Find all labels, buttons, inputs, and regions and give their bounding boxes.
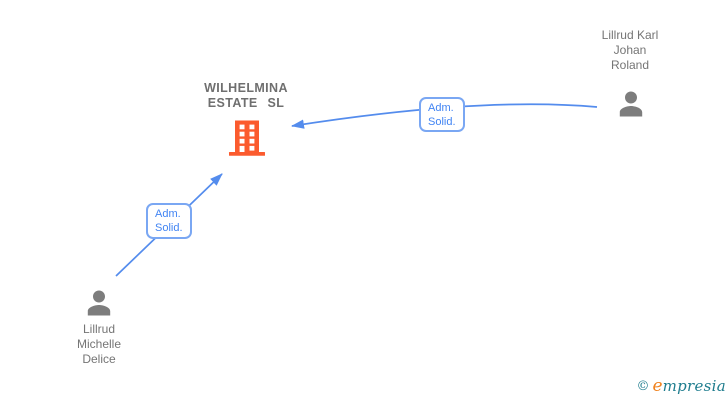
person-icon-karl[interactable] — [614, 88, 648, 120]
person-name-michelle-line2: Michelle — [76, 337, 121, 351]
edge-label-line1: Adm. — [428, 102, 454, 114]
company-name-line2: ESTATE SL — [207, 95, 285, 110]
person-name-karl-line1: Lillrud Karl — [601, 28, 659, 42]
person-icon-michelle[interactable] — [82, 287, 116, 319]
person-name-karl[interactable]: Lillrud Karl Johan Roland — [550, 28, 710, 73]
edge-label-line2: Solid. — [155, 222, 183, 234]
company-name-line1: WILHELMINA — [204, 81, 288, 95]
copyright-icon: © — [636, 379, 650, 394]
brand-rest: mpresia — [662, 377, 726, 395]
person-name-michelle[interactable]: Lillrud Michelle Delice — [19, 322, 179, 367]
person-name-karl-line3: Roland — [610, 58, 650, 72]
empresia-logo[interactable]: ©empresia — [637, 376, 726, 396]
person-name-michelle-line1: Lillrud — [82, 322, 115, 336]
building-icon[interactable] — [228, 119, 266, 157]
person-name-karl-line2: Johan — [613, 43, 647, 57]
edge-label-line2: Solid. — [428, 116, 456, 128]
person-name-michelle-line3: Delice — [82, 352, 116, 366]
brand-initial: e — [652, 376, 663, 396]
company-name[interactable]: WILHELMINA ESTATE SL — [166, 81, 326, 110]
edge-label-michelle-company: Adm. Solid. — [146, 203, 192, 239]
edge-label-line1: Adm. — [155, 208, 181, 220]
edge-label-karl-company: Adm. Solid. — [419, 97, 465, 132]
